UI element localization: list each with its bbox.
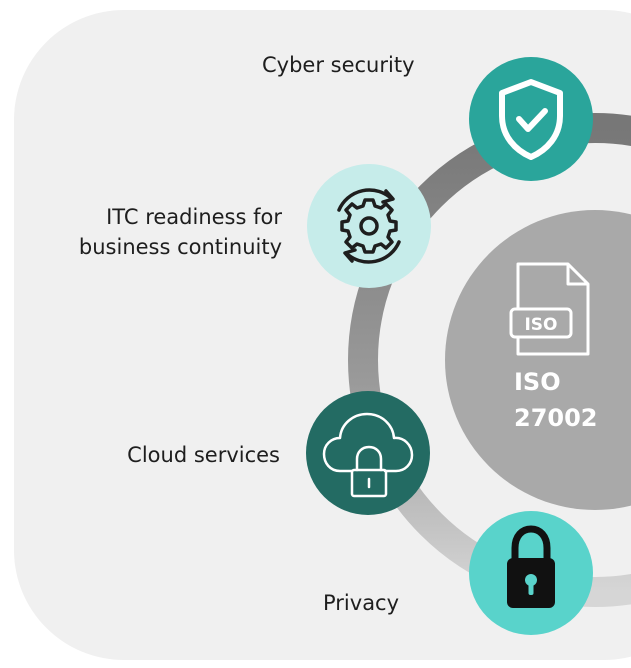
label-cloud-services: Cloud services: [127, 443, 280, 467]
iso-document-icon: ISO: [509, 262, 590, 356]
itc-readiness-node: [307, 164, 431, 288]
label-itc-line1: ITC readiness for: [106, 205, 282, 229]
gear-refresh-icon: [337, 188, 401, 264]
center-title-line1: ISO: [514, 368, 561, 396]
cloud-lock-icon: [322, 412, 414, 498]
center-title-line2: 27002: [514, 404, 598, 432]
cloud-services-node: [306, 391, 430, 515]
iso-badge-text: ISO: [524, 315, 557, 335]
label-itc-line2: business continuity: [78, 235, 282, 259]
label-cyber-security: Cyber security: [262, 53, 415, 77]
privacy-node: [469, 511, 593, 635]
label-privacy: Privacy: [323, 591, 400, 615]
center-circle: [445, 210, 631, 510]
process-ring: [348, 113, 631, 607]
label-itc-readiness: ITC readiness for business continuity: [79, 202, 282, 262]
cyber-security-node: [469, 57, 593, 181]
shield-check-icon: [499, 79, 563, 160]
padlock-icon: [507, 525, 555, 608]
